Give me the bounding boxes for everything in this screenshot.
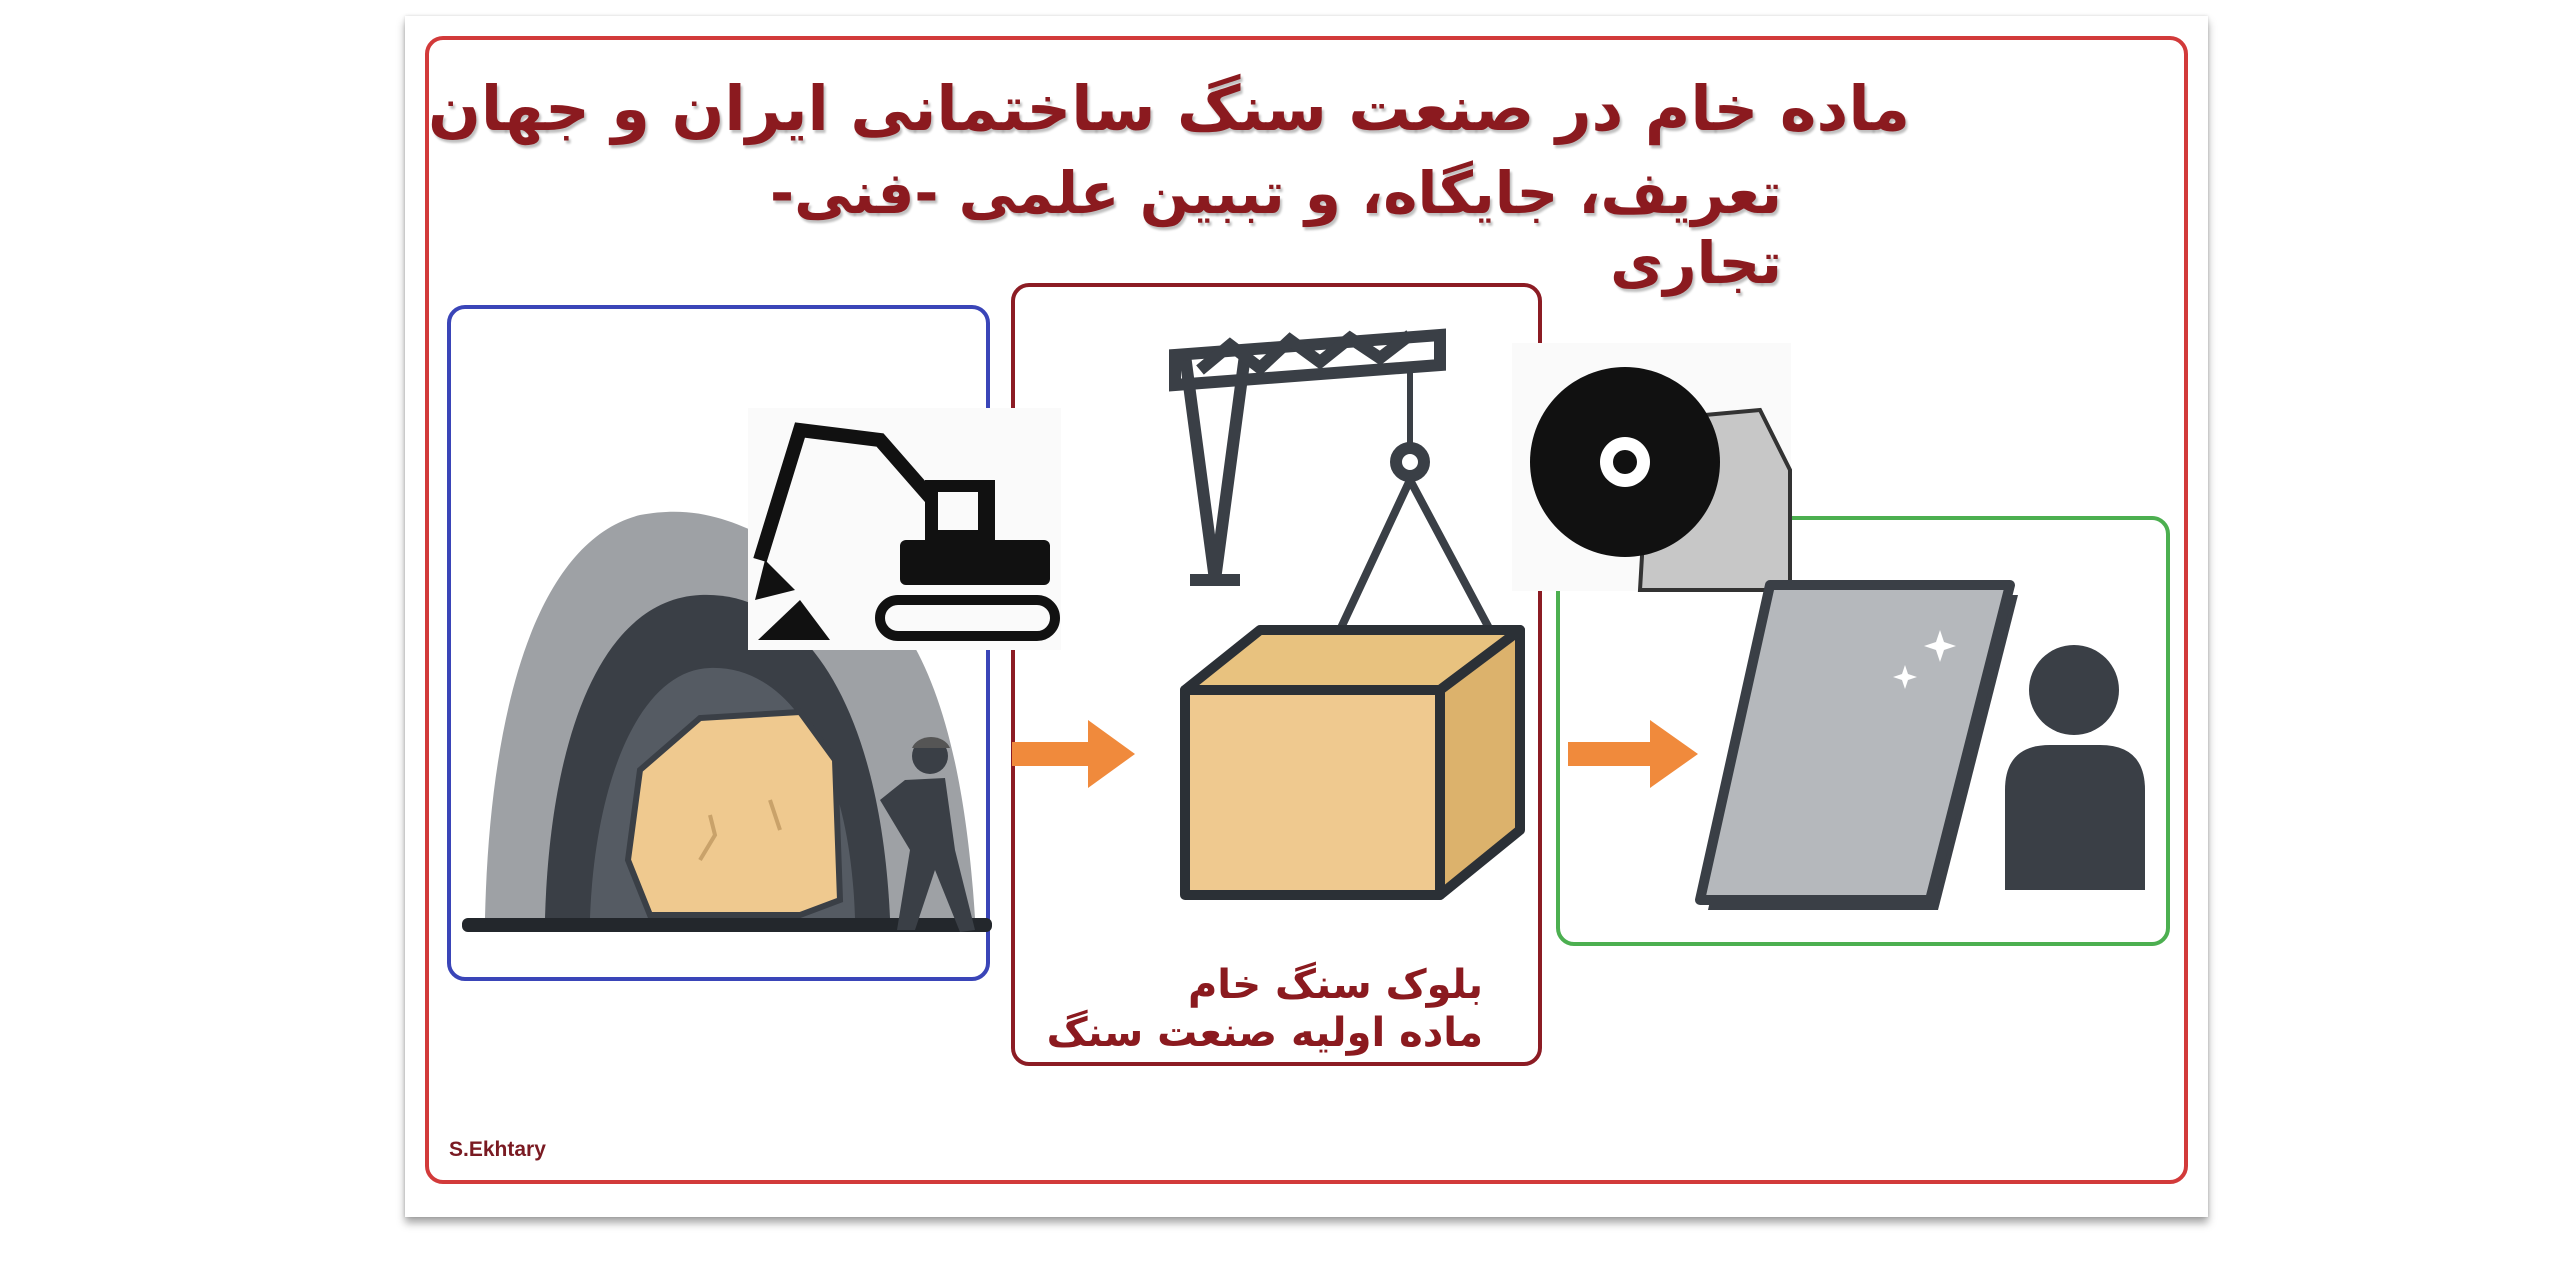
product-panel <box>1556 516 2170 946</box>
block-caption-line-2: ماده اولیه صنعت سنگ <box>1046 1010 1483 1056</box>
user-icon <box>2005 645 2145 890</box>
arrow-right-icon <box>1568 720 1698 788</box>
miner-worker-icon <box>880 736 975 932</box>
excavator-icon <box>748 408 1061 650</box>
title-line-1: ماده خام در صنعت سنگ ساختمانی ایران و جه… <box>427 72 1910 145</box>
arrow-right-icon <box>1012 720 1135 788</box>
stone-block-icon <box>1180 625 1525 900</box>
saw-blade-icon <box>1512 343 1792 592</box>
crane-icon <box>1169 328 1494 632</box>
rough-stone-icon <box>624 708 844 918</box>
title-line-2: تعریف، جایگاه، و تببین علمی -فنی- تجاری <box>770 159 1782 297</box>
raw-block-panel <box>1011 283 1542 1066</box>
outer-frame <box>425 36 2188 1184</box>
stone-slab-icon <box>1695 580 2018 910</box>
author-signature: S.Ekhtary <box>449 1138 546 1161</box>
block-caption-line-1: بلوک سنگ خام <box>1187 962 1483 1008</box>
